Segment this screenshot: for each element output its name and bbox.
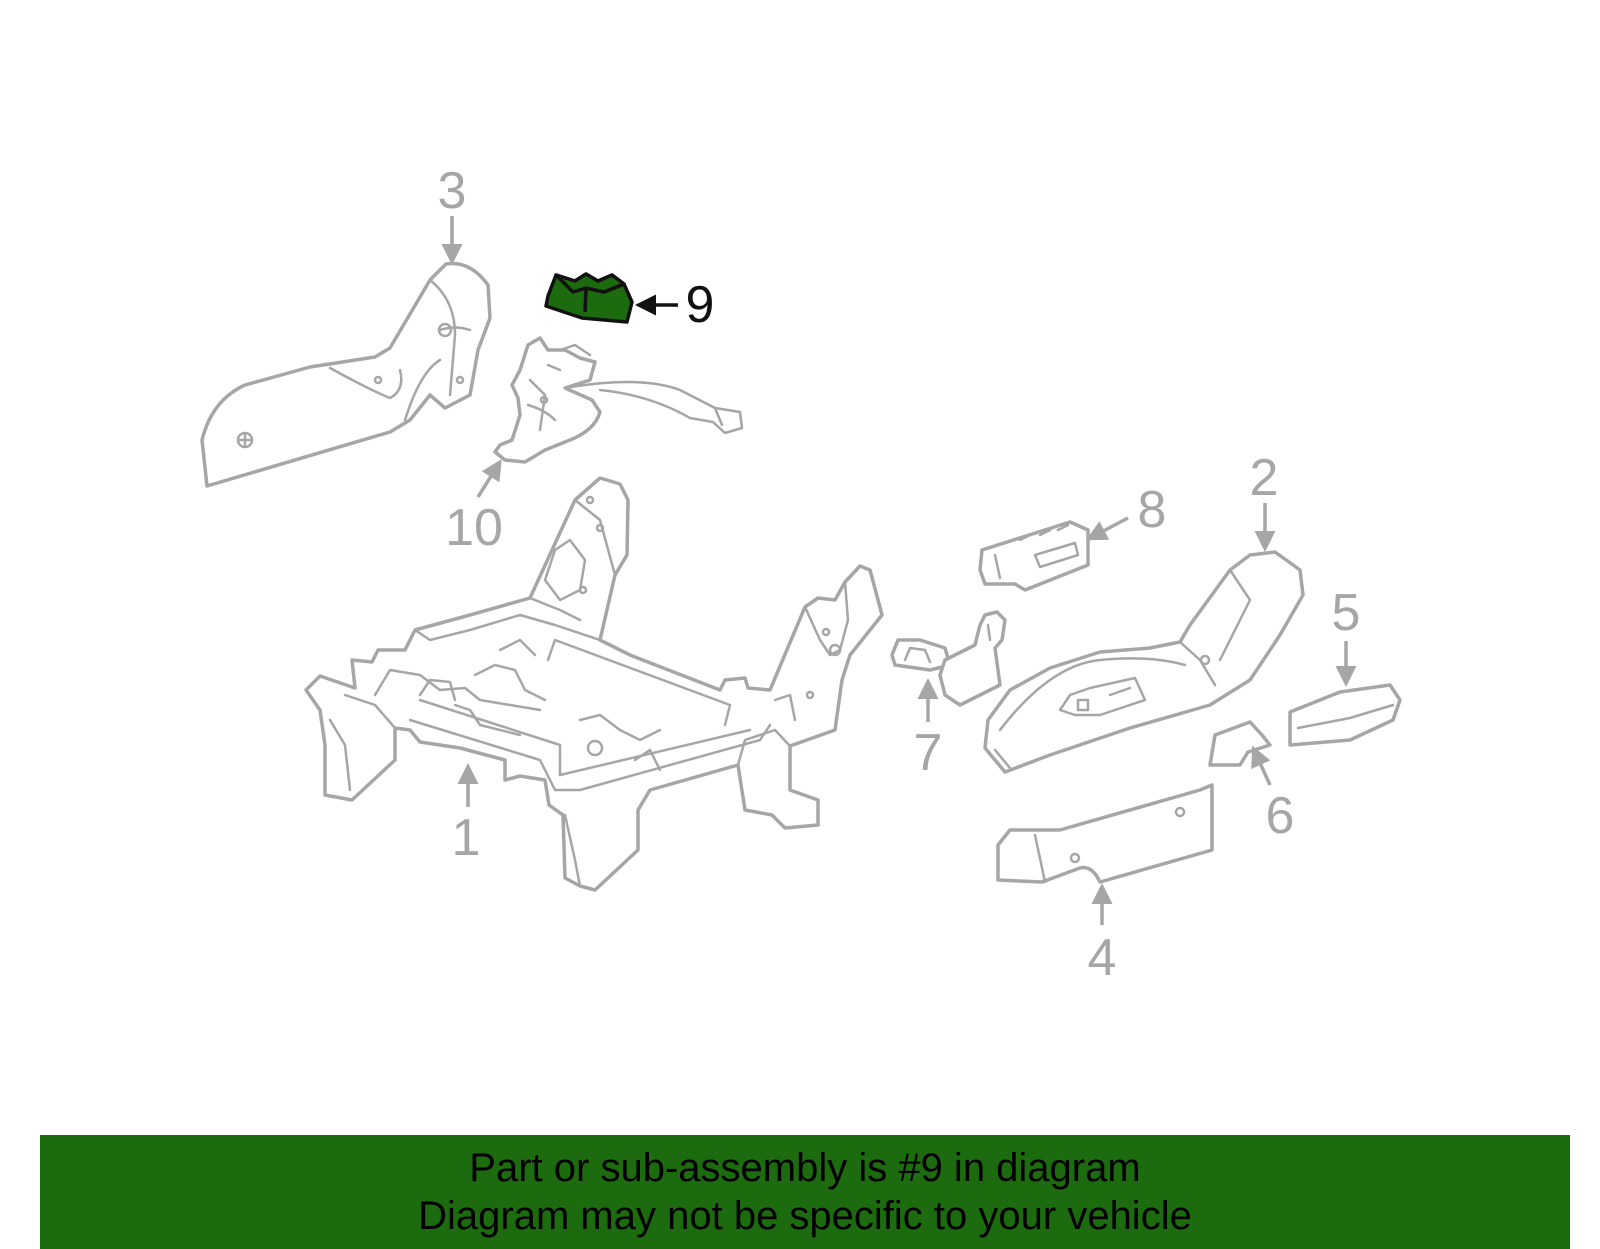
info-banner: Part or sub-assembly is #9 in diagram Di… (40, 1135, 1570, 1249)
callout-8: 8 (1138, 481, 1167, 539)
part-2-outer-trim[interactable] (983, 550, 1305, 774)
banner-background (40, 1135, 1570, 1249)
callout-4: 4 (1088, 929, 1117, 987)
part-10-adjuster-motor[interactable] (493, 336, 744, 464)
callout-10: 10 (445, 499, 503, 557)
part-1-seat-frame[interactable] (304, 476, 884, 892)
callout-1: 1 (452, 809, 481, 867)
leader-8 (1085, 516, 1129, 541)
callout-2: 2 (1250, 449, 1279, 507)
part-9-switch-knob[interactable] (544, 272, 634, 324)
callout-7: 7 (914, 724, 943, 782)
callout-9: 9 (686, 276, 715, 334)
callout-3: 3 (438, 162, 467, 220)
part-6-small-cover[interactable] (1208, 720, 1272, 767)
callout-6: 6 (1266, 787, 1295, 845)
leader-10 (476, 459, 502, 498)
leader-6 (1251, 745, 1272, 786)
part-5-trim-cover[interactable] (1288, 683, 1402, 747)
part-4-lower-panel[interactable] (996, 783, 1214, 884)
banner-line-1: Part or sub-assembly is #9 in diagram (469, 1146, 1141, 1190)
part-3-side-shield[interactable] (200, 261, 492, 488)
part-8-switch-bezel[interactable] (978, 520, 1090, 592)
part-7-switch-knob[interactable] (890, 610, 1007, 707)
callout-numbers: 3 10 1 7 8 2 5 6 4 9 (438, 162, 1361, 987)
callout-5: 5 (1332, 584, 1361, 642)
banner-line-2: Diagram may not be specific to your vehi… (418, 1194, 1192, 1238)
leader-lines (441, 216, 1357, 925)
